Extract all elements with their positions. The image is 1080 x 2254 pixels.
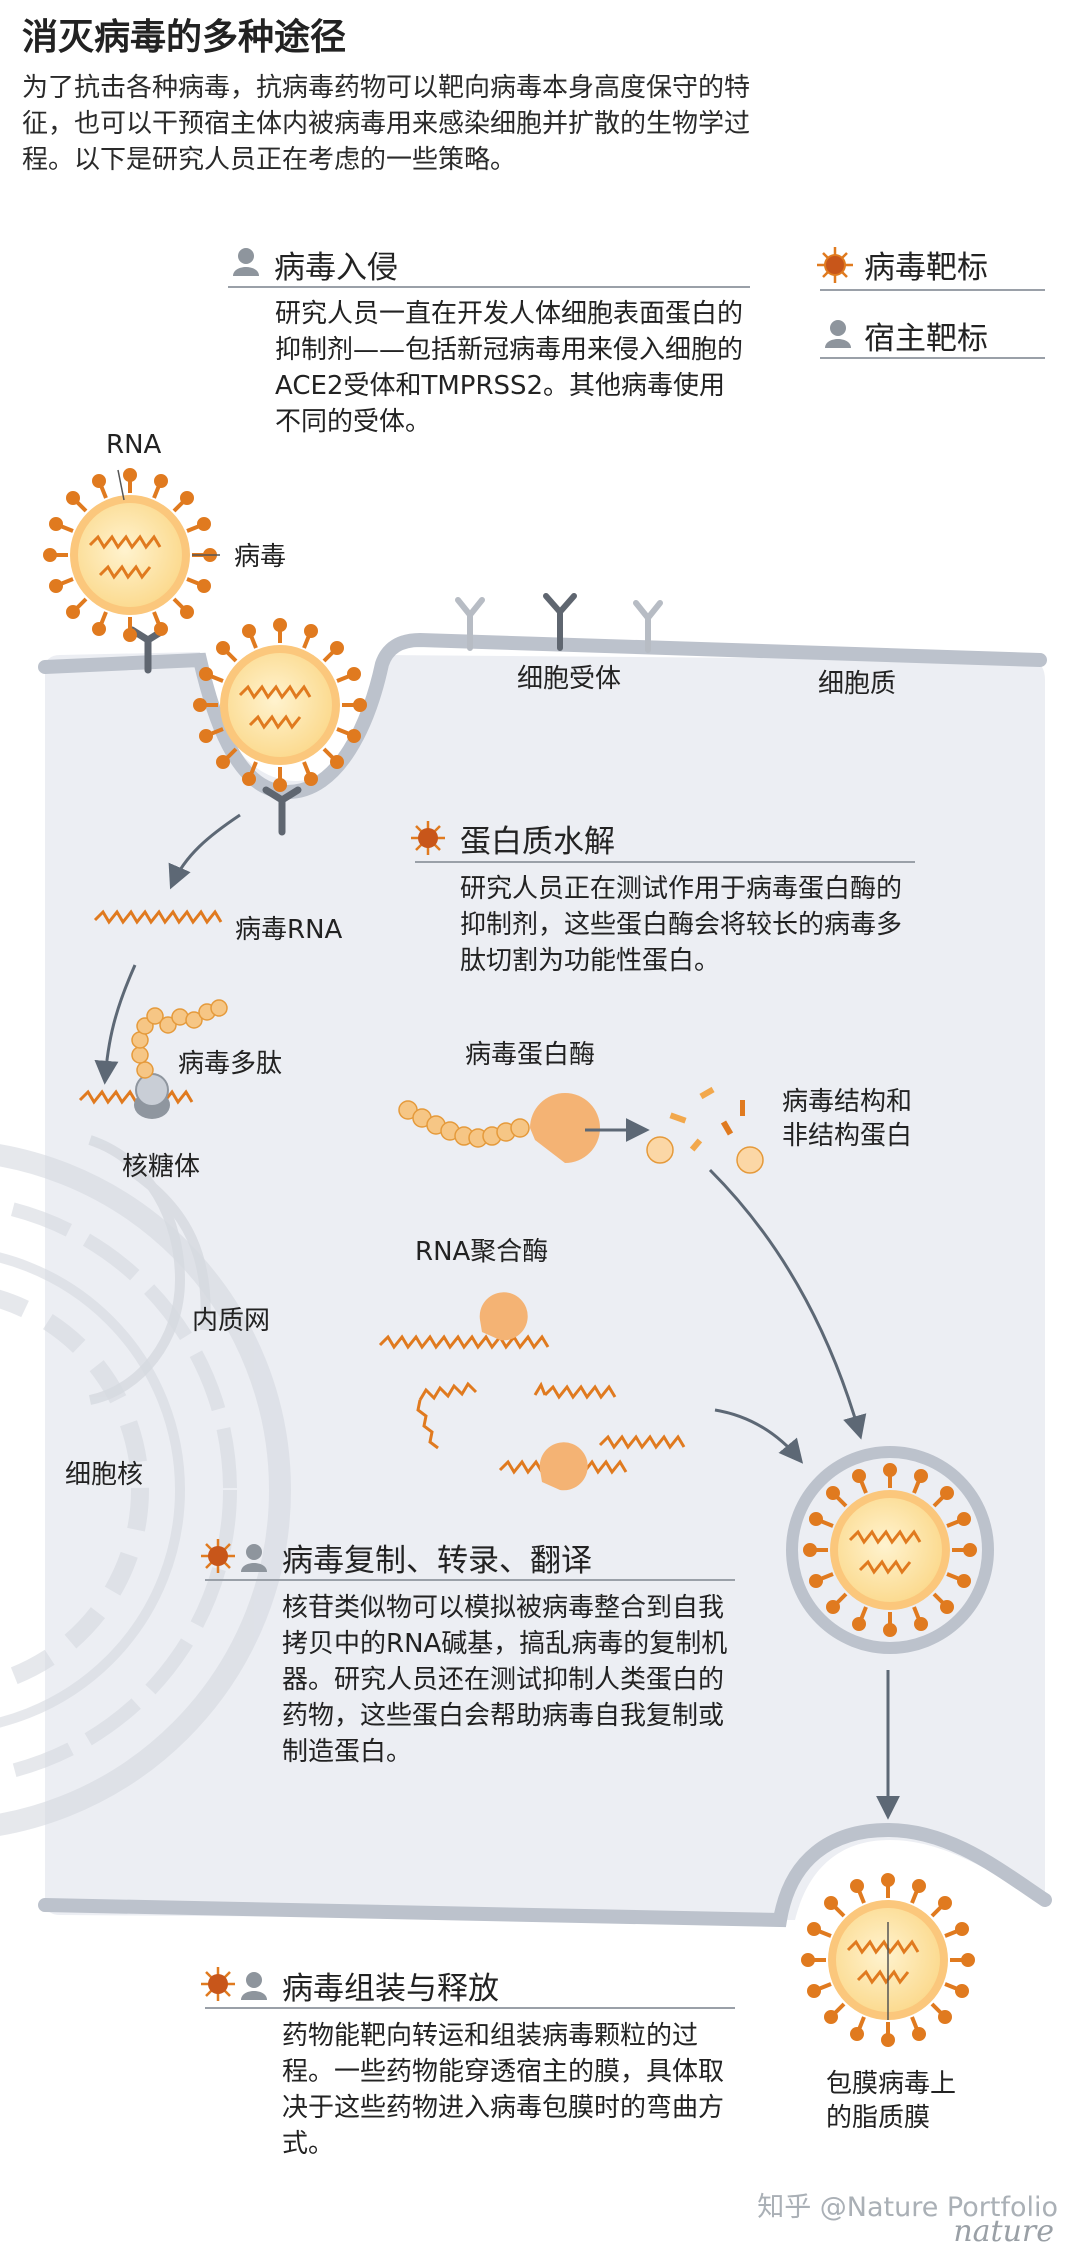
section-replication-body: 核苷类似物可以模拟被病毒整合到自我拷贝中的RNA碱基，搞乱病毒的复制机器。研究人… — [282, 1593, 728, 1767]
label-virus: 病毒 — [234, 542, 287, 572]
section-proteolysis-body: 研究人员正在测试作用于病毒蛋白酶的抑制剂，这些蛋白酶会将较长的病毒多肽切割为功能… — [460, 874, 903, 976]
proteolysis-virus-icon — [411, 821, 445, 855]
label-viral-polypeptide: 病毒多肽 — [178, 1049, 283, 1079]
cell-membrane-bottom — [38, 1822, 1052, 1928]
label-viral-protease: 病毒蛋白酶 — [465, 1040, 596, 1070]
label-ribosome: 核糖体 — [122, 1152, 201, 1182]
nature-logo: nature — [953, 2214, 1054, 2249]
cell-body — [45, 652, 1045, 2140]
nucleus — [0, 1144, 291, 1836]
label-nucleus: 细胞核 — [65, 1460, 144, 1490]
rna-polymerase-2 — [539, 1442, 588, 1491]
label-viral-proteins-line2: 非结构蛋白 — [782, 1121, 913, 1151]
section-entry-title: 病毒入侵 — [274, 250, 398, 286]
label-rna-polymerase: RNA聚合酶 — [415, 1237, 549, 1267]
polypeptide-beads — [131, 999, 228, 1079]
virus-outside — [43, 468, 217, 642]
entry-host-icon — [233, 248, 259, 276]
replication-virus-icon — [201, 1539, 235, 1573]
protease-beads — [398, 1100, 530, 1148]
assembly-virus-icon — [201, 1967, 235, 2001]
section-replication-title: 病毒复制、转录、翻译 — [282, 1543, 592, 1579]
label-envelope-line1: 包膜病毒上 — [826, 2069, 957, 2099]
label-er: 内质网 — [192, 1306, 271, 1336]
section-rules — [205, 286, 1045, 2009]
assembly-host-icon — [241, 1972, 267, 2000]
cell-receptors — [455, 593, 663, 653]
ribosome-shape — [78, 1073, 194, 1119]
label-cytoplasm: 细胞质 — [818, 669, 897, 699]
section-assembly-body: 药物能靶向转运和组装病毒颗粒的过程。一些药物能穿透宿主的膜，具体取决于这些药物进… — [282, 2021, 725, 2159]
cell-membrane-top — [38, 632, 1047, 800]
intro-text: 为了抗击各种病毒，抗病毒药物可以靶向病毒本身高度保守的特征，也可以干预宿主体内被… — [22, 73, 751, 175]
protein-fragments — [646, 1086, 764, 1174]
virus-target-icon — [817, 247, 853, 283]
label-cell-receptor: 细胞受体 — [517, 664, 622, 694]
bound-receptor-2 — [262, 786, 302, 836]
section-proteolysis-title: 蛋白质水解 — [460, 824, 615, 860]
label-viral-rna: 病毒RNA — [235, 915, 343, 945]
legend-host-target: 宿主靶标 — [864, 321, 988, 357]
label-envelope-line2: 的脂质膜 — [826, 2103, 931, 2133]
legend-virus-target: 病毒靶标 — [864, 250, 988, 286]
leader-lines — [117, 469, 889, 2020]
virus-assembled — [803, 1463, 977, 1637]
page-title: 消灭病毒的多种途径 — [22, 17, 347, 58]
endoplasmic-reticulum — [88, 1135, 211, 1405]
section-entry-body: 研究人员一直在开发人体细胞表面蛋白的抑制剂——包括新冠病毒用来侵入细胞的ACE2… — [275, 299, 744, 437]
label-rna: RNA — [106, 430, 162, 460]
replication-host-icon — [241, 1544, 267, 1572]
viral-rna-strand — [93, 909, 223, 925]
section-assembly-title: 病毒组装与释放 — [282, 1971, 499, 2007]
label-viral-proteins-line1: 病毒结构和 — [782, 1087, 913, 1117]
rna-polymerase-1 — [479, 1292, 528, 1341]
watermark: 知乎 @Nature Portfolio — [757, 2192, 1058, 2223]
process-arrows — [94, 813, 900, 1820]
protease-shape — [530, 1093, 600, 1163]
host-target-icon — [825, 320, 851, 348]
virus-endocytosed — [193, 618, 367, 792]
endosome-membrane — [786, 1446, 994, 1654]
